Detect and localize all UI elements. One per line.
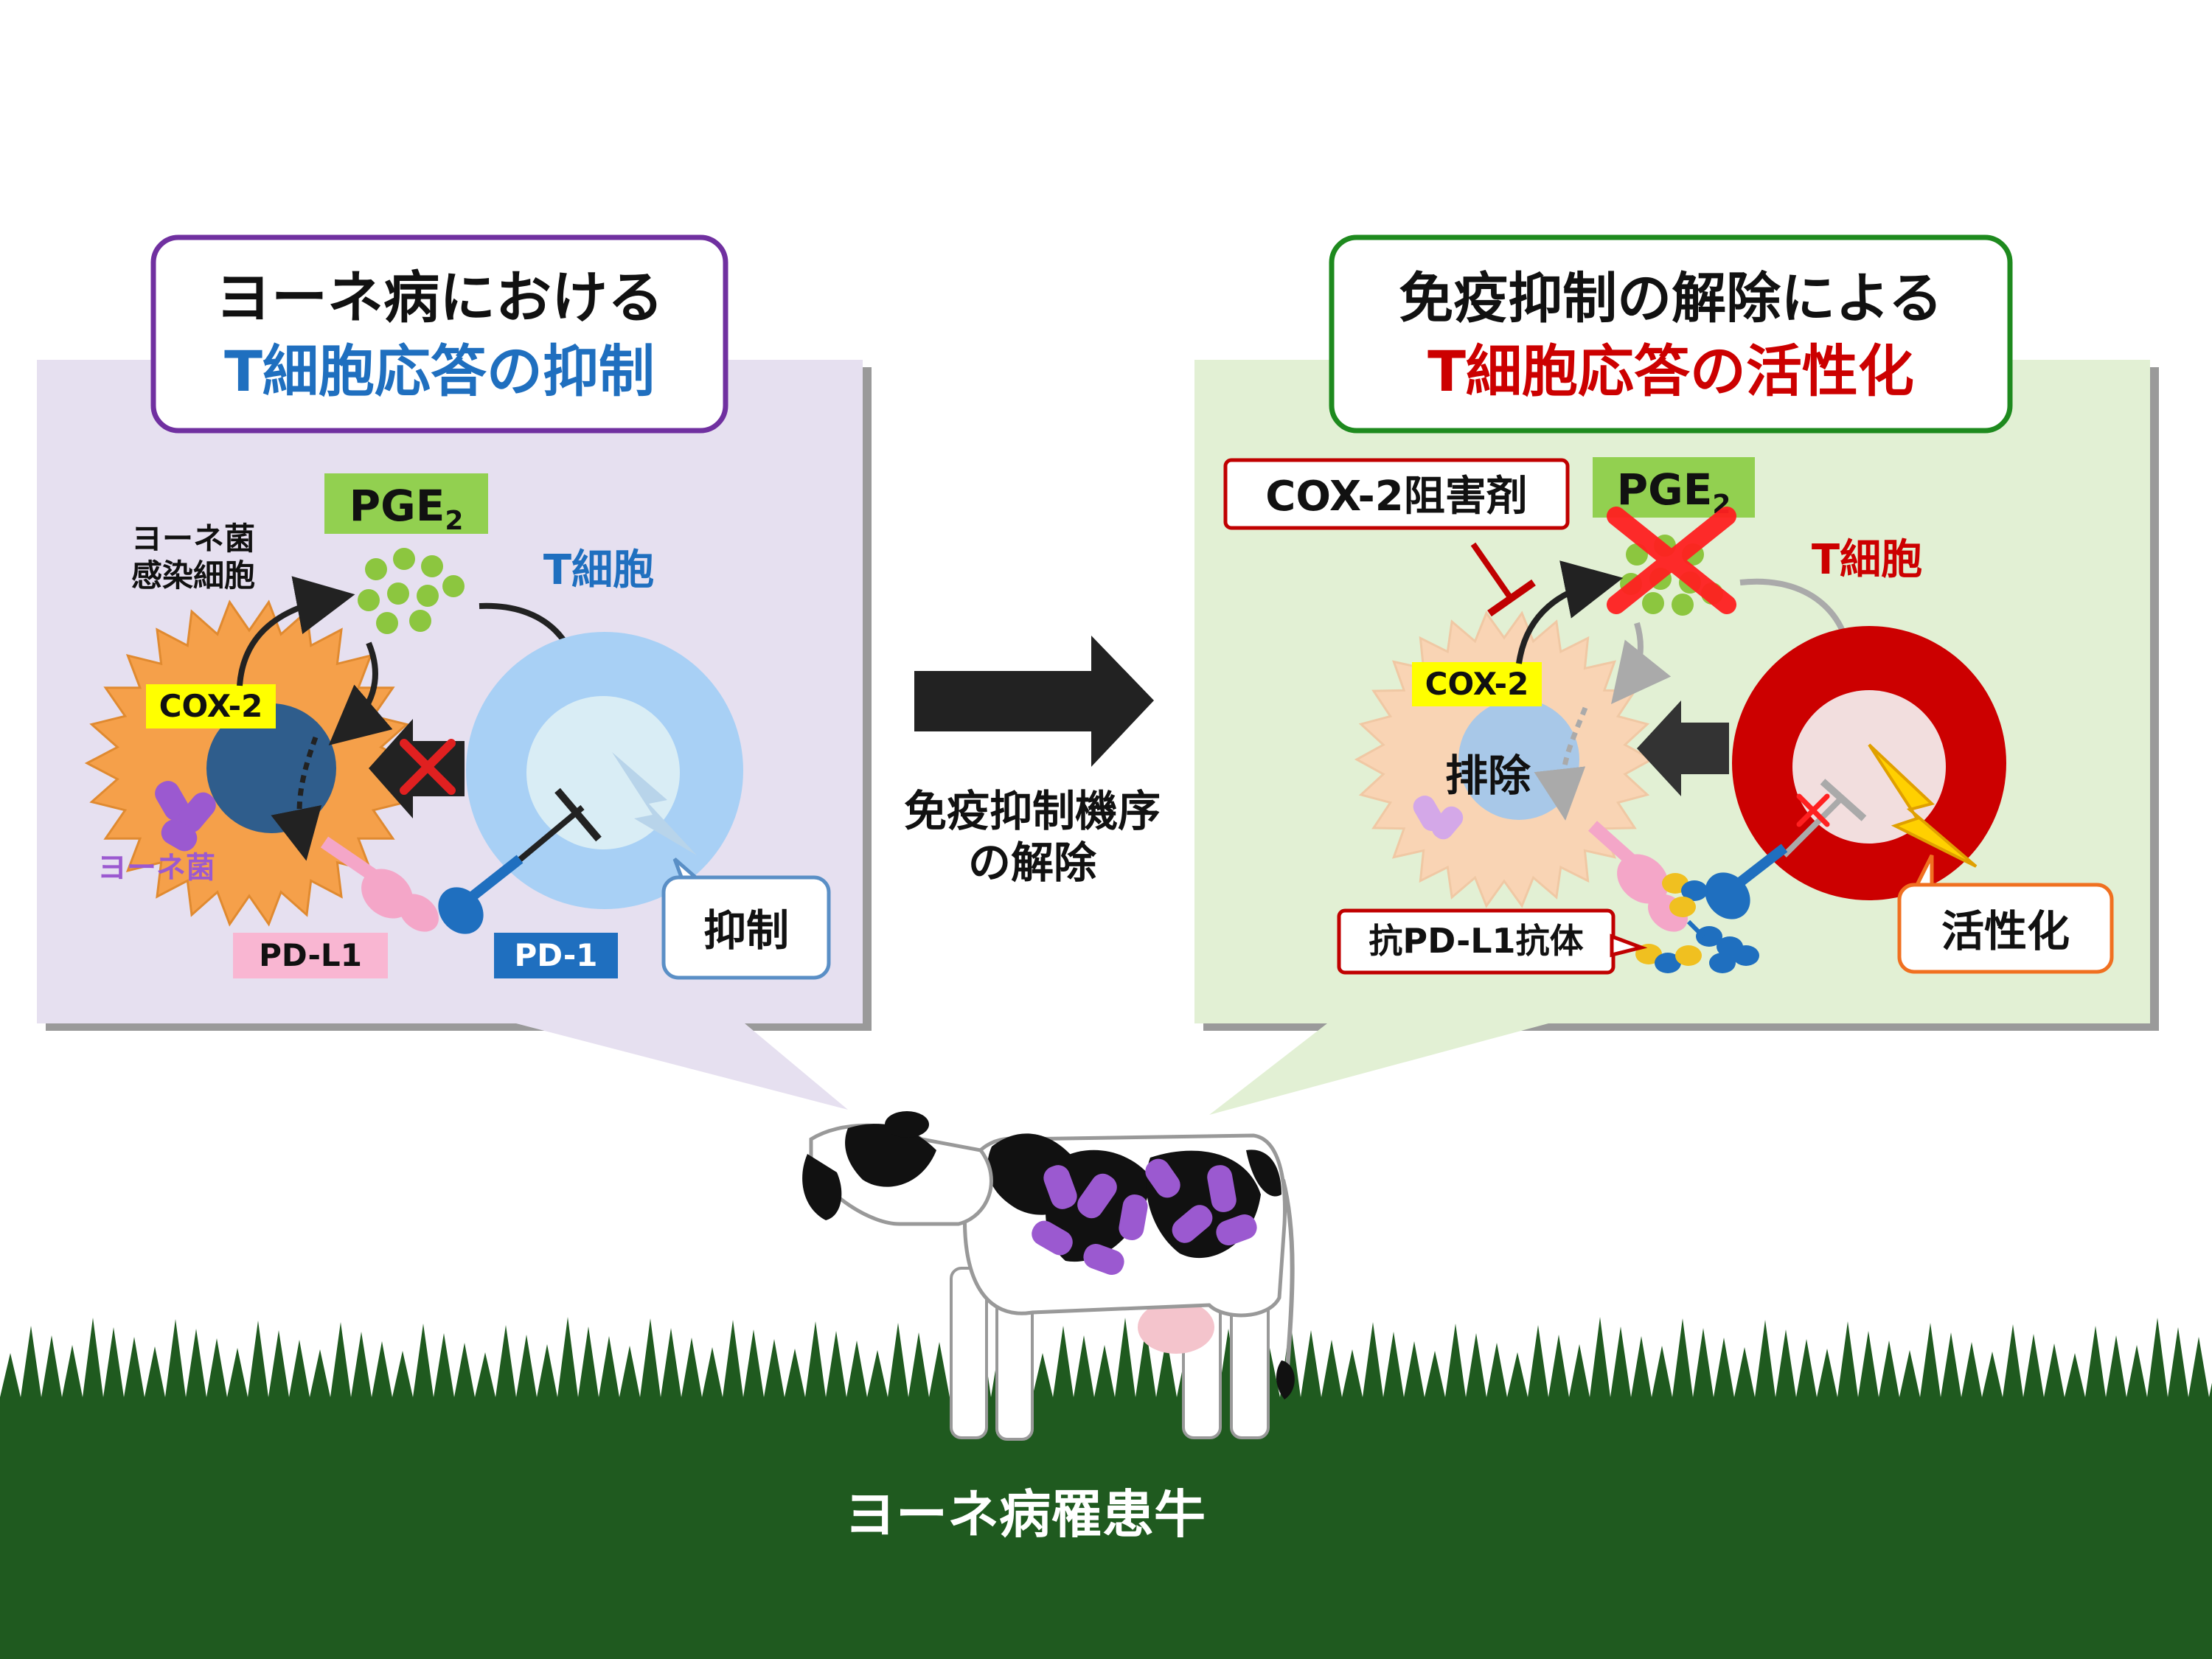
anti-pdl1-label: 抗PD-L1抗体: [1368, 921, 1583, 961]
bottom-caption: ヨーネ病罹患牛: [844, 1484, 1206, 1545]
faded-pd1-bar: [1820, 779, 1867, 821]
left-title-box: [150, 234, 728, 434]
center-caption-line2: の解除: [968, 838, 1097, 888]
cox2-to-pge2-arrow: [237, 576, 355, 686]
pd1-label-box: [494, 933, 618, 978]
left-speech-tail: [516, 1023, 848, 1110]
lightning-icon: [1868, 743, 1978, 868]
right-title-line1: 免疫抑制の解除による: [1399, 267, 1943, 330]
right-title-line2: T細胞応答の活性化: [1427, 338, 1914, 404]
faded-pd1-signal: [1782, 794, 1846, 858]
pd1-receptor: [438, 887, 484, 934]
pge2-label: PGE2: [349, 481, 464, 536]
tcell-inner: [526, 696, 680, 849]
cox2-label-box: [146, 684, 276, 728]
pdl1-ligand-head-right: [1617, 854, 1669, 904]
pdl1-label-box: [233, 933, 388, 978]
activation-label: 活性化: [1941, 906, 2070, 956]
cox2-label-box-right: [1412, 662, 1542, 706]
infected-cell-label-line1: ヨーネ菌: [131, 521, 255, 557]
pge2-label-box: [324, 473, 488, 534]
suppression-callout: [661, 875, 831, 980]
pge2-to-cell-arrow: [328, 641, 393, 745]
pd1-receptor-right: [1705, 872, 1750, 919]
pge2-blocked-x-icon: [1607, 507, 1736, 614]
inhibitor-bar: [1487, 579, 1536, 617]
bacteria-icon: [155, 781, 216, 852]
left-title-line2: T細胞応答の抑制: [224, 338, 655, 404]
faded-lightning-icon: [612, 752, 697, 855]
tcell-label-right: T細胞: [1812, 536, 1922, 584]
cox2-inhibitor-box: [1223, 458, 1570, 530]
holstein-cow-illustration: [802, 1111, 1295, 1441]
center-section: 免疫抑制機序 の解除: [904, 636, 1161, 888]
right-title-box: [1329, 234, 2013, 434]
left-panel: ヨーネ病における T細胞応答の抑制 PGE2 ヨーネ菌 感染細胞 T細胞 COX…: [37, 234, 872, 1110]
blocked-pd1-x-icon: [1796, 793, 1830, 827]
faded-dotted-arrow: [1534, 706, 1588, 821]
center-caption-line1: 免疫抑制機序: [904, 786, 1161, 836]
cox2-inhibitor-label: COX-2阻害剤: [1265, 473, 1528, 521]
suppression-label: 抑制: [703, 905, 789, 956]
blocked-tcell-arrow: [369, 719, 465, 818]
inhibitor-line: [1470, 542, 1513, 599]
infected-cell-label-line2: 感染細胞: [131, 557, 255, 594]
infected-cell-nucleus: [206, 703, 336, 833]
dotted-feedback-arrow: [271, 736, 322, 861]
anti-pdl1-callout-tail: [1610, 933, 1648, 958]
pdl1-ligand-tail: [399, 894, 439, 932]
left-title-line1: ヨーネ病における: [215, 265, 664, 330]
tcell-attack-arrow: [1637, 700, 1729, 796]
cox2-to-pge2-arrow-right: [1516, 560, 1624, 664]
right-panel: 免疫抑制の解除による T細胞応答の活性化 COX-2阻害剤 PGE2 T細胞 C…: [1194, 234, 2159, 1115]
big-right-arrow: [914, 636, 1154, 767]
cox2-label: COX-2: [159, 688, 263, 724]
tcell-label: T細胞: [543, 546, 654, 594]
blocked-x-icon: [400, 739, 456, 795]
pd1-label: PD-1: [514, 937, 597, 973]
elimination-label: 排除: [1445, 751, 1531, 801]
ground-section: ヨーネ病罹患牛: [0, 1111, 2212, 1659]
bacteria-label: ヨーネ菌: [97, 851, 215, 885]
pdl1-label: PD-L1: [259, 937, 362, 973]
cox2-label-right: COX-2: [1425, 666, 1529, 702]
right-speech-tail: [1209, 1023, 1548, 1115]
anti-pdl1-antibodies: [1635, 873, 1759, 973]
pd1-inhibit-bar: [554, 787, 602, 842]
grass-field: [0, 1317, 2212, 1659]
faded-pge2-to-cell-arrow: [1611, 622, 1672, 704]
pge2-molecules: [358, 548, 465, 634]
faded-bacteria-icon: [1413, 795, 1464, 840]
pge2-label-right: PGE2: [1617, 465, 1731, 520]
activation-callout: [1897, 883, 2114, 974]
